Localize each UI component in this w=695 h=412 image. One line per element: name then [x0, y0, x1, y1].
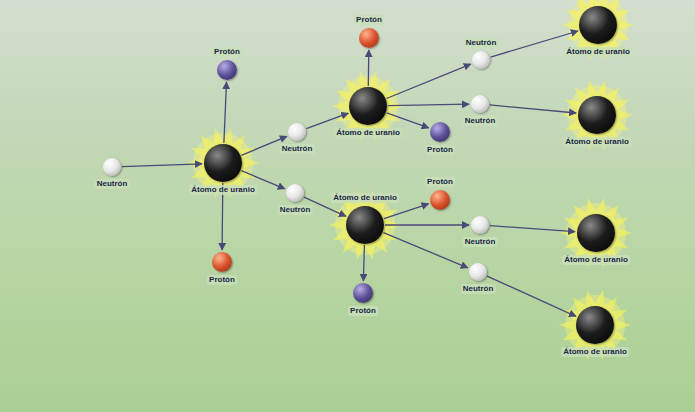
particle-label: Neutrón [461, 284, 496, 294]
particle-label: Neutrón [463, 116, 498, 126]
particle-label: Neutrón [95, 179, 130, 189]
neutron-sphere: Neutrón [288, 123, 306, 141]
uranium-atom: Átomo de uranio [579, 6, 617, 44]
proton-sphere: Protón [430, 190, 450, 210]
atom-burst [187, 128, 259, 198]
particle-label: Átomo de uranio [334, 128, 402, 138]
uranium-atom: Átomo de uranio [346, 206, 384, 244]
proton-sphere: Protón [359, 28, 379, 48]
particle-label: Protón [425, 177, 455, 187]
particle-label: Protón [354, 15, 384, 25]
uranium-atom: Átomo de uranio [577, 214, 615, 252]
particle-path [368, 50, 370, 86]
particle-path [487, 276, 576, 316]
particle-label: Protón [348, 306, 378, 316]
neutron-sphere: Neutrón [103, 158, 121, 176]
particle-path [122, 164, 202, 167]
particle-label: Protón [207, 275, 237, 285]
particle-label: Neutrón [278, 205, 313, 215]
particle-label: Átomo de uranio [331, 193, 399, 203]
uranium-atom: Átomo de uranio [576, 306, 614, 344]
particle-label: Neutrón [464, 38, 499, 48]
proton-sphere: Protón [217, 60, 237, 80]
particle-path [388, 104, 469, 105]
proton-sphere: Protón [430, 122, 450, 142]
particle-label: Neutrón [463, 237, 498, 247]
particle-label: Átomo de uranio [189, 185, 257, 195]
particle-path [385, 224, 469, 225]
atom-burst [560, 198, 632, 268]
proton-sphere: Protón [212, 252, 232, 272]
particle-path [306, 113, 348, 128]
particle-label: Protón [212, 47, 242, 57]
neutron-sphere: Neutrón [472, 51, 490, 69]
particle-label: Átomo de uranio [564, 47, 632, 57]
particle-path [384, 233, 468, 268]
particle-label: Átomo de uranio [562, 255, 630, 265]
particle-label: Átomo de uranio [563, 137, 631, 147]
neutron-sphere: Neutrón [286, 184, 304, 202]
atom-burst [562, 0, 634, 60]
particle-path [387, 113, 429, 128]
particle-path [387, 64, 471, 98]
particle-path [384, 204, 429, 219]
particle-label: Átomo de uranio [561, 347, 629, 357]
atom-burst [561, 80, 633, 150]
uranium-atom: Átomo de uranio [578, 96, 616, 134]
proton-sphere: Protón [353, 283, 373, 303]
particle-path [224, 82, 227, 143]
atom-burst [559, 290, 631, 360]
particle-path [490, 105, 576, 113]
particle-label: Neutrón [280, 144, 315, 154]
particle-path [363, 245, 364, 281]
particle-path [490, 226, 575, 232]
neutron-sphere: Neutrón [471, 216, 489, 234]
neutron-sphere: Neutrón [471, 95, 489, 113]
uranium-atom: Átomo de uranio [204, 144, 242, 182]
particle-label: Protón [425, 145, 455, 155]
neutron-sphere: Neutrón [469, 263, 487, 281]
uranium-atom: Átomo de uranio [349, 87, 387, 125]
